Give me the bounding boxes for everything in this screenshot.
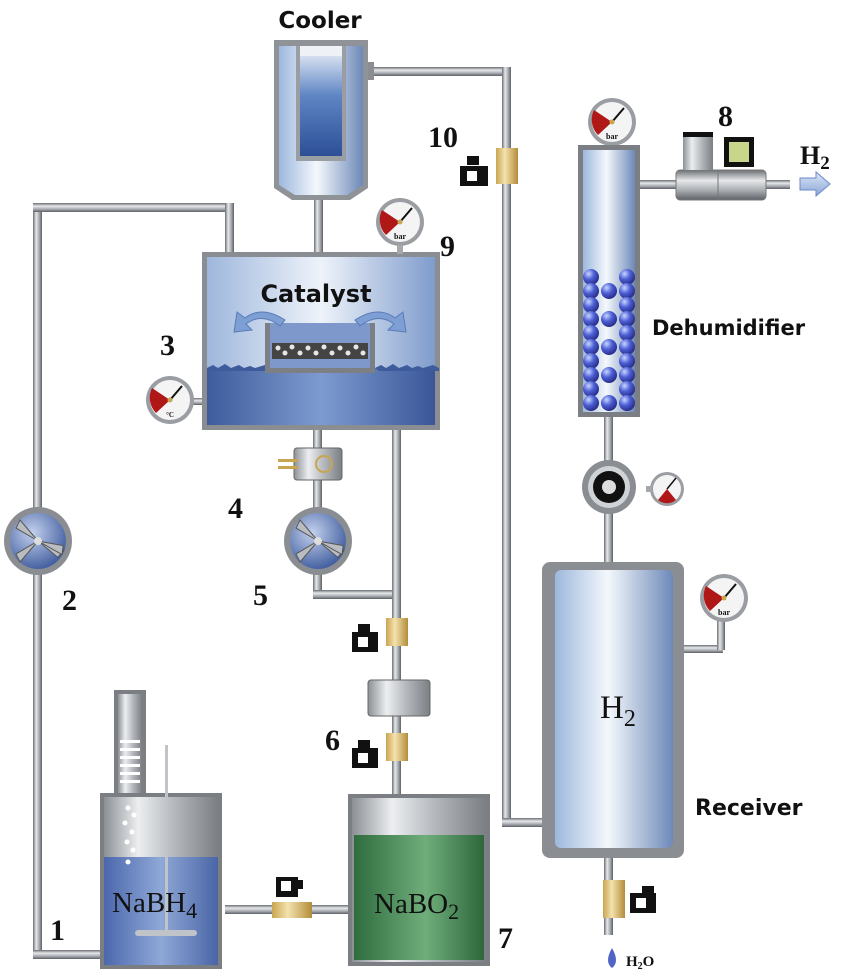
solenoid-4[interactable]: [278, 447, 343, 481]
filter-housing: [367, 679, 431, 717]
pipe-left-vertical: [33, 203, 42, 958]
desiccant-bead: [601, 311, 617, 327]
pipe-temp-gauge: [190, 398, 208, 405]
desiccant-bead: [583, 381, 599, 397]
solenoid-valve-6[interactable]: [352, 733, 408, 768]
number-10: 10: [428, 121, 458, 154]
number-5: 5: [253, 579, 268, 612]
cooler[interactable]: Cooler: [274, 8, 374, 200]
pipe-to-receiver: [502, 818, 542, 827]
number-1: 1: [50, 914, 65, 947]
nabh4-label: NaBH4: [112, 887, 197, 923]
solenoid-valve-10[interactable]: [460, 148, 518, 186]
pipe-gas-line: [502, 67, 511, 827]
desiccant-bead: [583, 297, 599, 313]
flow-pressure-gauge: [646, 472, 684, 506]
gauge-unit: bar: [606, 132, 618, 141]
desiccant-bead: [619, 367, 635, 383]
number-2: 2: [62, 584, 77, 617]
solenoid-valve-drain[interactable]: [603, 880, 656, 918]
gauge-unit: bar: [394, 232, 406, 241]
pipe-receiver-gauge-up: [717, 620, 725, 650]
water-drop-icon: [608, 948, 616, 968]
pipe-pump5-out: [313, 590, 401, 599]
pipe-tank1-bottom: [33, 950, 103, 959]
dehumidifier-pressure-gauge: bar: [588, 98, 636, 146]
desiccant-beads: [583, 269, 635, 411]
solenoid-valve-transfer[interactable]: [272, 877, 312, 918]
desiccant-bead: [619, 339, 635, 355]
desiccant-bead: [601, 339, 617, 355]
outlet-arrow-icon: [799, 170, 831, 198]
desiccant-bead: [583, 395, 599, 411]
nabo2-tank[interactable]: NaBO2: [348, 794, 490, 966]
desiccant-bead: [583, 269, 599, 285]
flow-arrow-right-icon: [354, 311, 407, 333]
h2-outlet-label: H2: [800, 141, 830, 174]
number-7: 7: [498, 922, 513, 955]
pump-5[interactable]: [284, 507, 352, 575]
desiccant-bead: [619, 283, 635, 299]
water-drain: H2O: [608, 948, 654, 972]
number-6: 6: [325, 724, 340, 757]
desiccant-bead: [583, 353, 599, 369]
pipe-reactor-inlet: [225, 203, 234, 253]
drain-label: H2O: [626, 954, 654, 972]
receiver-pressure-gauge: bar: [700, 574, 748, 622]
h2-receiver[interactable]: H2 Receiver: [542, 562, 803, 858]
pipe-left-top: [33, 203, 233, 212]
flow-arrow-left-icon: [233, 311, 286, 333]
h2-outlet: H2: [799, 141, 831, 198]
desiccant-bead: [619, 353, 635, 369]
number-8: 8: [718, 100, 733, 133]
gauge-unit: °C: [166, 411, 174, 419]
nabo2-label: NaBO2: [374, 888, 459, 924]
component-numbers: 1 2 3 4 5 6 7 8 9 10: [50, 100, 733, 955]
number-4: 4: [228, 492, 243, 525]
desiccant-bead: [583, 339, 599, 355]
desiccant-bead: [619, 311, 635, 327]
desiccant-bead: [619, 269, 635, 285]
desiccant-bead: [583, 325, 599, 341]
desiccant-bead: [619, 297, 635, 313]
flow-meter[interactable]: [582, 460, 636, 514]
desiccant-bead: [583, 367, 599, 383]
cooler-label: Cooler: [278, 8, 362, 34]
number-9: 9: [440, 230, 455, 263]
reactor-temperature-gauge: °C: [146, 376, 194, 424]
desiccant-bead: [601, 367, 617, 383]
catalyst-label: Catalyst: [260, 280, 371, 308]
pipe-cooler-reactor: [314, 200, 323, 255]
solenoid-valve-upper[interactable]: [352, 618, 408, 652]
catalyst-reactor[interactable]: Catalyst: [202, 252, 440, 430]
pump-2[interactable]: [4, 507, 72, 575]
dehumidifier-label: Dehumidifier: [652, 316, 806, 340]
gauge-unit: bar: [718, 608, 730, 617]
desiccant-bead: [619, 381, 635, 397]
desiccant-bead: [601, 395, 617, 411]
nabh4-tank[interactable]: NaBH4: [100, 690, 222, 969]
receiver-label: Receiver: [695, 796, 803, 821]
desiccant-bead: [601, 283, 617, 299]
receiver-content: H2: [600, 690, 636, 732]
dehumidifier[interactable]: Dehumidifier: [578, 145, 806, 417]
flow-controller-8[interactable]: [675, 132, 767, 201]
reactor-pressure-gauge: bar: [376, 198, 424, 254]
desiccant-bead: [583, 311, 599, 327]
pipe-receiver-gauge: [683, 645, 723, 653]
number-3: 3: [160, 329, 175, 362]
pipe-cooler-right: [370, 67, 510, 76]
desiccant-bead: [619, 395, 635, 411]
desiccant-bead: [583, 283, 599, 299]
pipe-reactor-return: [392, 425, 401, 795]
desiccant-bead: [619, 325, 635, 341]
